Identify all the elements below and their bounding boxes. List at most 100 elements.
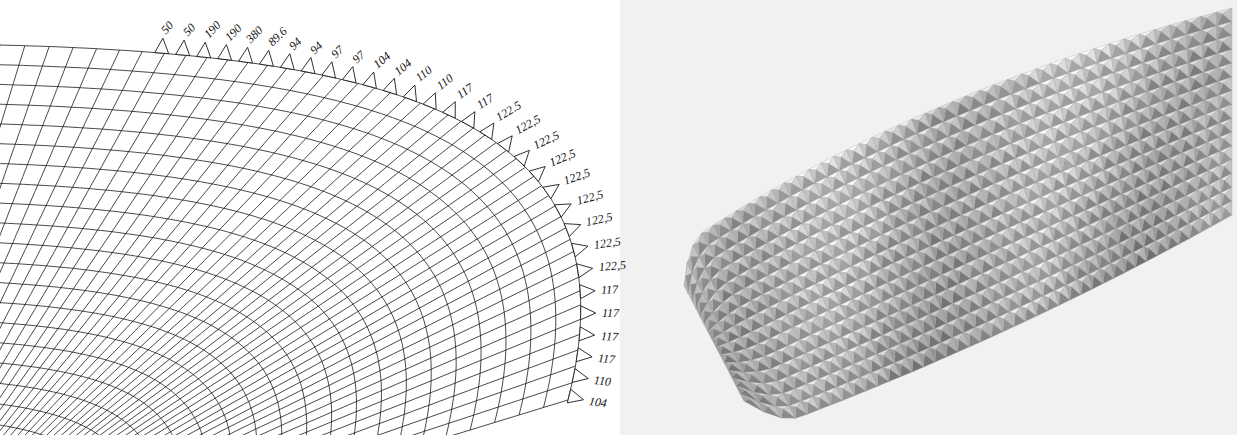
- pyramid-facet: [882, 269, 889, 283]
- pyramid-facet: [883, 201, 890, 215]
- pyramid-facet: [754, 392, 763, 402]
- pyramid-facet: [713, 310, 719, 323]
- pyramid-facet: [878, 152, 885, 166]
- pyramid-facet: [700, 311, 704, 324]
- pyramid-facet: [1028, 153, 1035, 168]
- pyramid-facet: [1085, 146, 1091, 161]
- pyramid-facet: [888, 215, 895, 229]
- pyramid-facet: [821, 231, 828, 245]
- pyramid-facet: [952, 338, 959, 352]
- pyramid-facet: [908, 189, 915, 203]
- pyramid-facet: [723, 332, 729, 343]
- pyramid-facet: [877, 354, 884, 368]
- pyramid-facet: [906, 325, 913, 339]
- pyramid-facet: [900, 243, 907, 257]
- pyramid-facet: [989, 254, 996, 269]
- pyramid-facet: [912, 238, 919, 252]
- pyramid-facet: [954, 151, 961, 166]
- pyramid-facet: [970, 313, 977, 328]
- pyramid-facet: [961, 215, 968, 230]
- pyramid-facet: [727, 282, 734, 295]
- pyramid-facet: [796, 176, 803, 190]
- pyramid-facet: [813, 397, 820, 410]
- pyramid-facet: [1016, 109, 1023, 124]
- pyramid-facet: [954, 235, 961, 250]
- pyramid-facet: [1064, 122, 1071, 137]
- pyramid-facet: [731, 231, 738, 244]
- pyramid-facet: [1104, 170, 1110, 185]
- pyramid-facet: [1037, 232, 1043, 247]
- pyramid-facet: [770, 369, 777, 381]
- pyramid-facet: [1051, 128, 1058, 143]
- pyramid-facet: [829, 343, 836, 356]
- pyramid-facet: [1043, 296, 1049, 311]
- pyramid-facet: [1034, 118, 1041, 133]
- pyramid-facet: [1071, 152, 1077, 167]
- pyramid-facet: [1107, 249, 1112, 264]
- pyramid-facet: [745, 288, 752, 301]
- pyramid-facet: [728, 370, 736, 378]
- pyramid-facet: [1040, 84, 1047, 99]
- pyramid-facet: [847, 351, 854, 364]
- pyramid-facet: [732, 263, 739, 276]
- pyramid-facet: [1009, 312, 1015, 327]
- pyramid-facet: [852, 266, 859, 280]
- pyramid-facet: [1050, 276, 1056, 291]
- pyramid-facet: [768, 276, 775, 289]
- pyramid-facet: [805, 322, 812, 335]
- pyramid-facet: [975, 125, 982, 140]
- pyramid-facet: [703, 289, 708, 303]
- pyramid-facet: [870, 241, 877, 255]
- pyramid-facet: [712, 338, 718, 348]
- pyramid-facet: [1004, 213, 1011, 228]
- pyramid-facet: [835, 324, 842, 337]
- pyramid-facet: [773, 223, 780, 236]
- pyramid-facet: [999, 283, 1005, 298]
- pyramid-facet: [1068, 73, 1075, 88]
- pyramid-facet: [818, 379, 825, 392]
- pyramid-facet: [1119, 243, 1124, 258]
- pyramid-facet: [1122, 258, 1127, 273]
- pyramid-facet: [949, 221, 956, 236]
- pyramid-facet: [784, 183, 791, 197]
- pyramid-facet: [871, 341, 878, 355]
- pyramid-facet: [1088, 275, 1093, 290]
- pyramid-facet: [933, 177, 940, 192]
- pyramid-facet: [746, 349, 753, 361]
- pyramid-facet: [1002, 164, 1009, 179]
- pyramid-facet: [1057, 93, 1064, 108]
- pyramid-facet: [967, 230, 974, 245]
- pyramid-facet: [894, 330, 901, 344]
- pyramid-facet: [994, 184, 1001, 199]
- pyramid-facet: [1054, 291, 1060, 306]
- pyramid-facet: [775, 320, 782, 333]
- pyramid-facet: [1020, 124, 1027, 139]
- pyramid-facet: [842, 369, 849, 382]
- pyramid-facet: [877, 186, 884, 200]
- pyramid-facet: [684, 276, 688, 294]
- pyramid-facet: [1111, 264, 1116, 279]
- pyramid-facet: [1069, 251, 1075, 266]
- pyramid-facet: [1103, 92, 1109, 107]
- pyramid-facet: [781, 333, 788, 346]
- pyramid-facet: [797, 244, 804, 257]
- pyramid-facet: [714, 257, 721, 270]
- pyramid-facet: [1088, 161, 1094, 176]
- pyramid-facet: [972, 160, 979, 175]
- pyramid-facet: [1094, 190, 1100, 205]
- pyramid-facet: [912, 272, 919, 286]
- pyramid-facet: [1036, 69, 1043, 84]
- pyramid-facet: [806, 353, 813, 366]
- pyramid-facet: [1016, 208, 1023, 223]
- pyramid-facet: [1080, 54, 1087, 69]
- pyramid-facet: [1101, 220, 1107, 235]
- pyramid-facet: [803, 190, 810, 204]
- pyramid-facet: [900, 277, 907, 291]
- pyramid-facet: [900, 311, 907, 325]
- pyramid-facet: [1068, 137, 1074, 152]
- pyramid-facet: [894, 297, 901, 311]
- pyramid-facet: [975, 328, 981, 342]
- pyramid-facet: [935, 142, 942, 157]
- pyramid-facet: [860, 378, 867, 392]
- pyramid-facet: [993, 303, 999, 318]
